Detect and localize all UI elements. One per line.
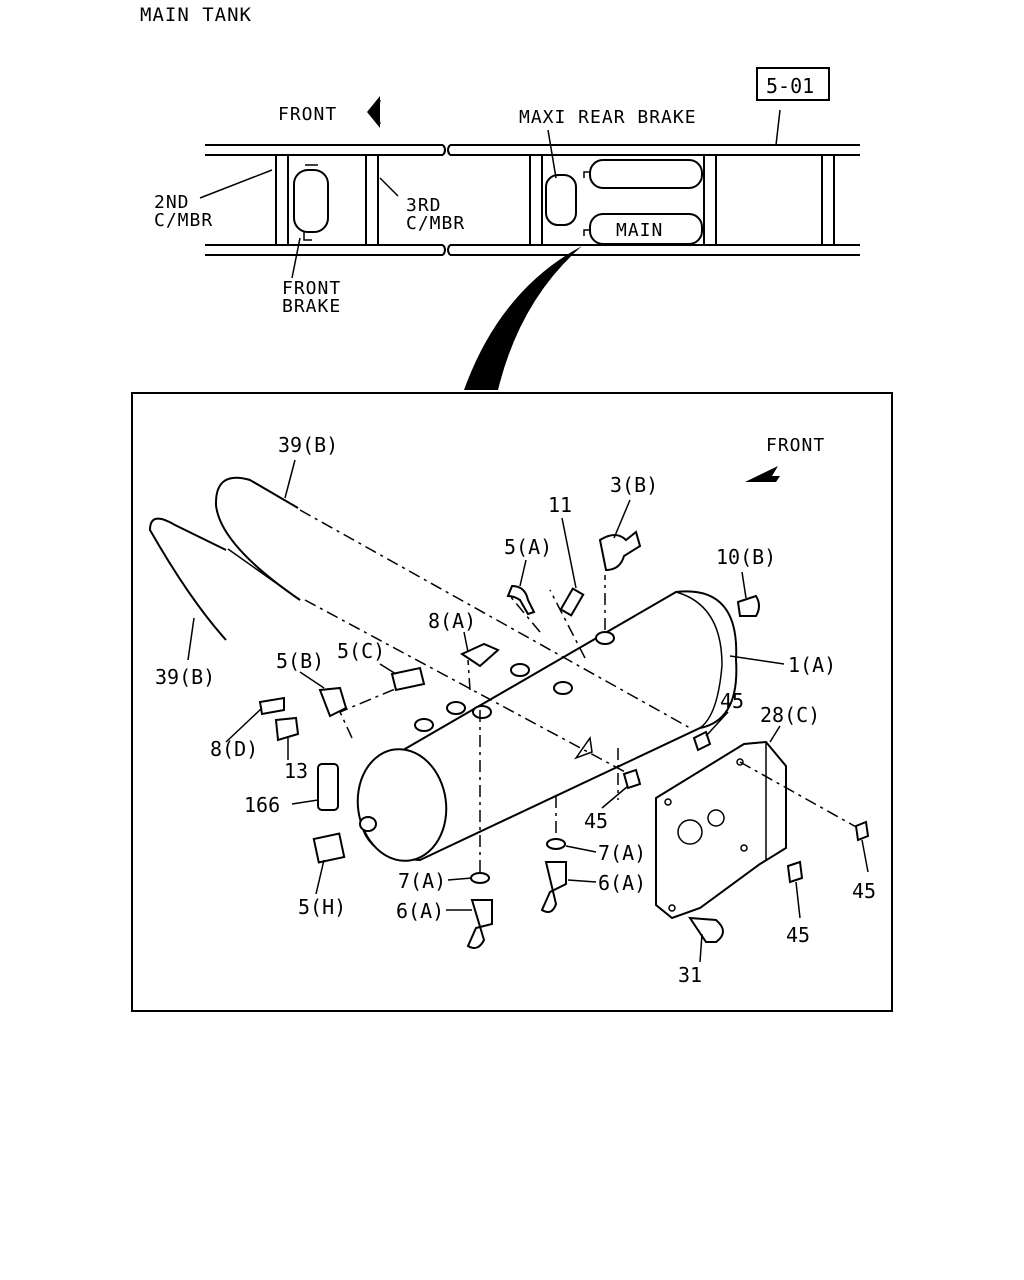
callout-6a-right: 6(A): [598, 871, 646, 895]
callout-45-d: 45: [786, 923, 810, 947]
third-mbr-label-1: 3RD: [406, 195, 442, 216]
detail-front-label: FRONT: [766, 435, 825, 456]
callout-8d: 8(D): [210, 737, 258, 761]
callout-39b-top: 39(B): [278, 433, 338, 457]
second-mbr-label-2: C/MBR: [154, 210, 213, 231]
callout-45-a: 45: [720, 689, 744, 713]
callout-11: 11: [548, 493, 572, 517]
callout-5b: 5(B): [276, 649, 324, 673]
callout-7a-left: 7(A): [398, 869, 446, 893]
callout-39b-bottom: 39(B): [155, 665, 215, 689]
front-brake-label-2: BRAKE: [282, 296, 341, 317]
callout-10b: 10(B): [716, 545, 776, 569]
detail-drawing: [148, 459, 870, 963]
callout-1a: 1(A): [788, 653, 836, 677]
callout-5c: 5(C): [337, 639, 385, 663]
detail-frame: [131, 392, 893, 1012]
main-tank-label: MAIN: [616, 220, 663, 241]
third-mbr-label-2: C/MBR: [406, 213, 465, 234]
callout-28c: 28(C): [760, 703, 820, 727]
chassis-overview: [199, 67, 860, 390]
callout-5a: 5(A): [504, 535, 552, 559]
front-brake-label-1: FRONT: [282, 278, 341, 299]
overview-front-label: FRONT: [278, 104, 337, 125]
callout-45-c: 45: [852, 879, 876, 903]
maxi-rear-brake-label: MAXI REAR BRAKE: [519, 107, 697, 128]
second-mbr-label-1: 2ND: [154, 192, 190, 213]
callout-7a-right: 7(A): [598, 841, 646, 865]
callout-13: 13: [284, 759, 308, 783]
callout-166: 166: [244, 793, 280, 817]
callout-8a: 8(A): [428, 609, 476, 633]
callout-31: 31: [678, 963, 702, 987]
callout-6a-left: 6(A): [396, 899, 444, 923]
callout-5h: 5(H): [298, 895, 346, 919]
ref-box-label: 5-01: [766, 74, 814, 98]
callout-3b: 3(B): [610, 473, 658, 497]
callout-45-b: 45: [584, 809, 608, 833]
page-title: MAIN TANK: [140, 4, 252, 26]
